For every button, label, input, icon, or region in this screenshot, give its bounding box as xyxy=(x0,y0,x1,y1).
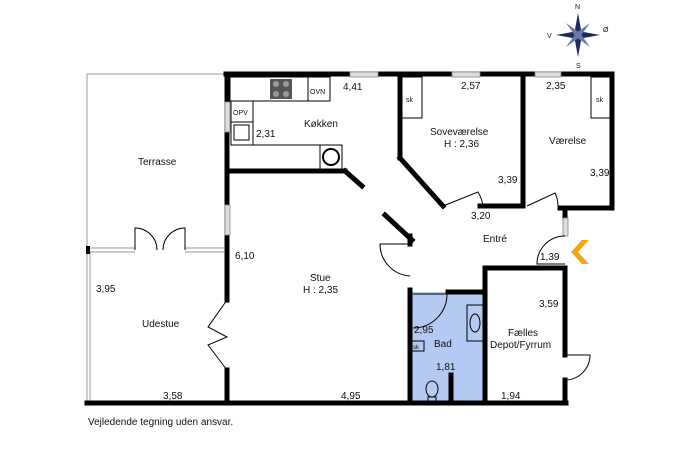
room-depot-line2: Depot/Fyrrum xyxy=(490,340,551,351)
room-sovevaerelse-height: H : 2,36 xyxy=(444,139,479,150)
room-kokken: Køkken xyxy=(304,119,338,130)
room-depot-line1: Fælles xyxy=(508,328,538,339)
room-bad: Bad xyxy=(434,339,452,350)
stove-icon xyxy=(270,79,292,99)
dim-entre-depth: 1,39 xyxy=(540,252,560,263)
compass-east: Ø xyxy=(603,27,609,34)
dim-entre-width: 3,20 xyxy=(471,211,491,222)
washbasin-icon xyxy=(469,313,481,333)
oven-label: OVN xyxy=(310,89,325,96)
room-stue: Stue xyxy=(310,273,331,284)
entrance-arrow-icon xyxy=(571,240,589,264)
dimension-labels: 4,41 2,31 2,57 3,39 2,35 3,39 3,20 1,39 … xyxy=(96,81,610,402)
sink-icon xyxy=(233,124,250,141)
windows xyxy=(224,71,569,237)
dim-vaer-width: 2,35 xyxy=(546,81,566,92)
dim-stue-width: 4,95 xyxy=(341,391,361,402)
dishwasher-label: OPV xyxy=(233,110,248,117)
room-sovevaerelse: Soveværelse xyxy=(430,127,489,138)
disclaimer-note: Vejledende tegning uden ansvar. xyxy=(88,417,234,428)
room-udestue: Udestue xyxy=(142,319,180,330)
bathroom-floor xyxy=(410,292,485,403)
compass-south: S xyxy=(576,63,581,70)
dim-vaer-depth: 3,39 xyxy=(590,168,610,179)
compass-icon: N S V Ø xyxy=(547,4,609,70)
dim-udestue-width: 3,58 xyxy=(163,391,183,402)
dim-udestue-depth: 3,95 xyxy=(96,284,116,295)
kitchen-counters xyxy=(229,76,611,403)
dim-kitchen-width: 4,41 xyxy=(343,82,363,93)
terrace-outline xyxy=(86,73,224,403)
room-vaerelse: Værelse xyxy=(549,136,587,147)
wardrobe-label: sk xyxy=(406,97,414,104)
compass-west: V xyxy=(547,33,552,40)
dim-depot-width: 1,94 xyxy=(501,391,521,402)
dim-stue-depth: 6,10 xyxy=(235,251,255,262)
fan-icon xyxy=(322,148,340,166)
compass-north: N xyxy=(575,4,580,11)
doors xyxy=(207,191,591,381)
dim-depot-depth: 3,59 xyxy=(539,299,559,310)
dim-sove-depth: 3,39 xyxy=(498,175,518,186)
room-labels: Terrasse Udestue Køkken Stue H : 2,35 So… xyxy=(138,89,604,351)
room-stue-height: H : 2,35 xyxy=(303,285,338,296)
dim-sove-width: 2,57 xyxy=(461,81,481,92)
dim-bad-width: 1,81 xyxy=(436,362,456,373)
dim-kitchen-depth: 2,31 xyxy=(256,129,276,140)
dim-bad-depth: 2,95 xyxy=(414,325,434,336)
bath-cabinet-label: sk xyxy=(413,345,420,351)
room-terrasse: Terrasse xyxy=(138,157,177,168)
room-entre: Entré xyxy=(483,234,507,245)
wardrobe-label: sk xyxy=(596,97,604,104)
